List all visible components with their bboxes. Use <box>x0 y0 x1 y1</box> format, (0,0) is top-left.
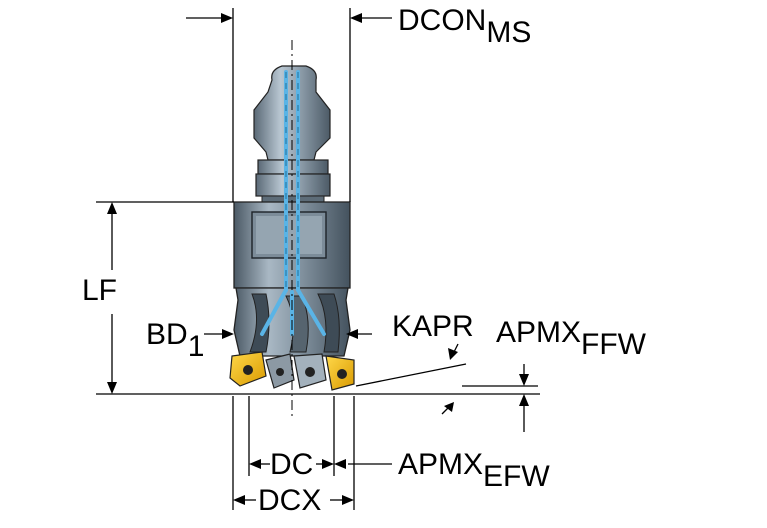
label-apmx-efw: APMXEFW <box>398 450 550 492</box>
label-kapr: KAPR <box>392 310 474 343</box>
label-dcx: DCX <box>258 484 322 517</box>
label-bd1: BD1 <box>146 320 204 362</box>
cutting-inserts <box>229 351 355 391</box>
dimension-lines <box>96 8 540 510</box>
label-dc: DC <box>270 448 314 481</box>
label-dcon-text: DCON <box>398 4 487 37</box>
label-apmx-ffw: APMXFFW <box>496 318 646 360</box>
tool-body <box>233 201 351 357</box>
label-dcon-ms: DCONMS <box>398 6 531 48</box>
label-bd-subscript: 1 <box>187 330 205 363</box>
label-lf: LF <box>82 274 118 307</box>
coolant-channel-dashes <box>285 72 299 290</box>
label-apmx-efw-subscript: EFW <box>483 460 550 493</box>
label-apmx-ffw-subscript: FFW <box>581 328 646 361</box>
arrow-heads <box>107 13 529 505</box>
label-bd-text: BD <box>146 318 188 351</box>
tool-shank <box>253 65 331 203</box>
label-apmx-ffw-text: APMX <box>496 316 582 349</box>
label-dcon-subscript: MS <box>486 16 532 49</box>
label-apmx-efw-text: APMX <box>398 448 484 481</box>
